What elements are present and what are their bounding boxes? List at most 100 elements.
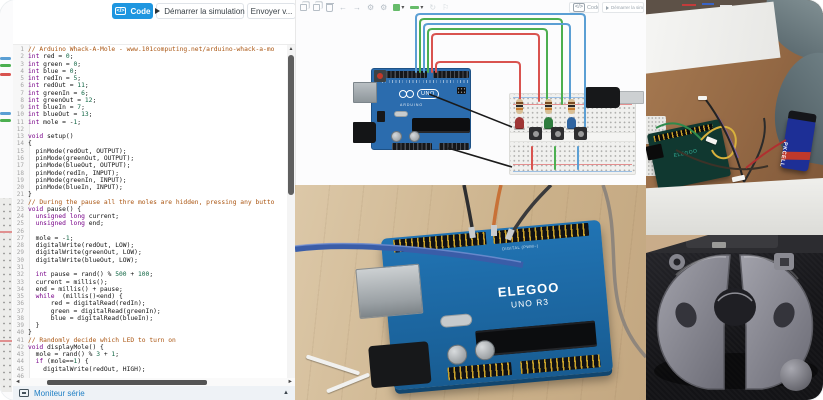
code-editor[interactable]: 1// Arduino Whack-A-Mole - www.101comput… [13, 45, 295, 378]
rail-red-bottom [513, 164, 632, 166]
usb-cable-connector[interactable] [618, 91, 644, 104]
serial-monitor-icon [19, 389, 29, 397]
code-line: 40} [16, 329, 32, 337]
code-line: 31 [16, 263, 24, 271]
led-red[interactable] [514, 117, 525, 130]
mole-ball [780, 359, 812, 391]
pushbutton-red[interactable] [529, 127, 542, 140]
voltage-regulator [377, 111, 385, 122]
elegoo-board: DIGITAL (PWM~) ELEGOO UNO R3 [355, 219, 614, 391]
line-number-gutter [13, 45, 30, 378]
code-lines: 1// Arduino Whack-A-Mole - www.101comput… [13, 46, 295, 378]
jumper-red[interactable] [531, 146, 533, 170]
digital-pin-header[interactable] [382, 71, 427, 78]
scroll-right-arrow[interactable]: ► [287, 379, 293, 385]
resistor-blue[interactable] [568, 99, 575, 114]
redo-icon[interactable]: → [353, 3, 361, 12]
code-line: 38 blue = digitalRead(blueIn); [16, 314, 154, 322]
code-line: 21} [16, 191, 32, 199]
code-line: 44 if (mole==1) { [16, 358, 89, 366]
wire-color-icon[interactable]: ▾ [410, 4, 423, 11]
pushbutton-blue[interactable] [574, 127, 587, 140]
code-line: 34 end = millis() + pause; [16, 285, 123, 293]
jumper-green[interactable] [554, 146, 556, 170]
code-line: 39 } [16, 322, 40, 330]
copy-icon[interactable] [300, 4, 307, 11]
code-line: 36 red = digitalRead(redIn); [16, 300, 146, 308]
mirror-icon[interactable]: ⚙ [380, 3, 388, 12]
usb-cable-plug[interactable] [584, 87, 620, 108]
resistor-green[interactable] [545, 99, 552, 114]
code-line: 25 unsigned long end; [16, 220, 104, 228]
code-line: 15 pinMode(redOut, OUTPUT); [16, 147, 127, 155]
wire-stub-blue2 [0, 112, 11, 115]
digital-pin-header[interactable] [433, 71, 469, 78]
code-button[interactable]: </> Code [112, 3, 153, 19]
arduino-logo: UNO [399, 89, 439, 99]
usb-connector [355, 263, 424, 320]
led-green[interactable] [543, 117, 554, 130]
horizontal-scrollbar[interactable]: ◄ ► [13, 378, 295, 386]
collapse-arrow-icon[interactable]: ▲ [283, 390, 289, 396]
send-to-button[interactable]: Envoyer v... [247, 3, 296, 19]
reset-button[interactable] [374, 70, 386, 82]
white-tape [731, 174, 746, 183]
code-line: 46 [16, 372, 24, 378]
arduino-uno-board[interactable]: UNO ARDUINO [371, 68, 471, 150]
rotate-icon[interactable]: ⚙ [367, 3, 375, 12]
scroll-up-arrow[interactable]: ▲ [288, 46, 294, 52]
start-simulation-button[interactable]: Démarrer la simulation [155, 3, 245, 19]
code-line: 1// Arduino Whack-A-Mole - www.101comput… [20, 46, 275, 53]
printer-part [686, 235, 778, 248]
horizontal-scroll-thumb[interactable] [47, 380, 207, 385]
vertical-scroll-thumb[interactable] [288, 55, 294, 195]
workspace-left-sliver [0, 0, 13, 400]
code-line: 28 digitalWrite(redOut, LOW); [16, 242, 135, 250]
jumper-blue[interactable] [577, 146, 579, 170]
small-square-hole [780, 258, 789, 266]
mini-code-button[interactable]: </> Code [569, 2, 599, 13]
analog-pin-header[interactable] [439, 143, 469, 150]
start-button-label: Démarrer la simulation [164, 6, 245, 16]
code-line: 29 digitalWrite(greenOut, LOW); [16, 249, 142, 257]
delete-icon[interactable] [325, 2, 334, 12]
black-wire [743, 117, 766, 183]
editor-format-bar: Texte ▼ ↓ AA▼ 1 (Arduino Uno R3) ▼ [13, 22, 296, 63]
wire-stub-green2 [0, 119, 11, 122]
atmega-chip [412, 118, 470, 133]
code-line: 32 int pause = rand() % 500 + 100; [16, 271, 154, 279]
scroll-left-arrow[interactable]: ◄ [15, 379, 21, 385]
box-front-edge [646, 178, 823, 235]
metal-clip [712, 242, 726, 248]
wire-glint-red [682, 4, 696, 6]
breadboard-edge[interactable] [0, 198, 12, 392]
component-color-icon[interactable]: ▾ [393, 4, 404, 11]
paste-icon[interactable] [313, 4, 320, 11]
resistor-red[interactable] [516, 99, 523, 114]
undo-icon[interactable]: ← [339, 3, 347, 12]
arduino-brand-label: ARDUINO [400, 103, 424, 107]
code-line: 22// During the pause all thre moles are… [16, 198, 275, 206]
vertical-scrollbar[interactable]: ▲ [287, 45, 295, 378]
capacitor [409, 131, 420, 142]
power-pin-header[interactable] [392, 143, 432, 150]
led-blue[interactable] [566, 117, 577, 130]
mini-start-simulation-button[interactable]: Démarrer la simulation [602, 2, 644, 13]
wire-black-gnd[interactable] [447, 147, 513, 168]
pushbutton-green[interactable] [551, 127, 564, 140]
usb-connector [646, 143, 664, 161]
code-icon: </> [573, 3, 585, 12]
serial-monitor-bar[interactable]: Moniteur série ▲ [13, 386, 295, 400]
breadboard-rail-line [0, 340, 12, 342]
code-line: 37 green = digitalRead(greenIn); [16, 307, 161, 315]
code-line: 16 pinMode(greenOut, OUTPUT); [16, 154, 135, 162]
